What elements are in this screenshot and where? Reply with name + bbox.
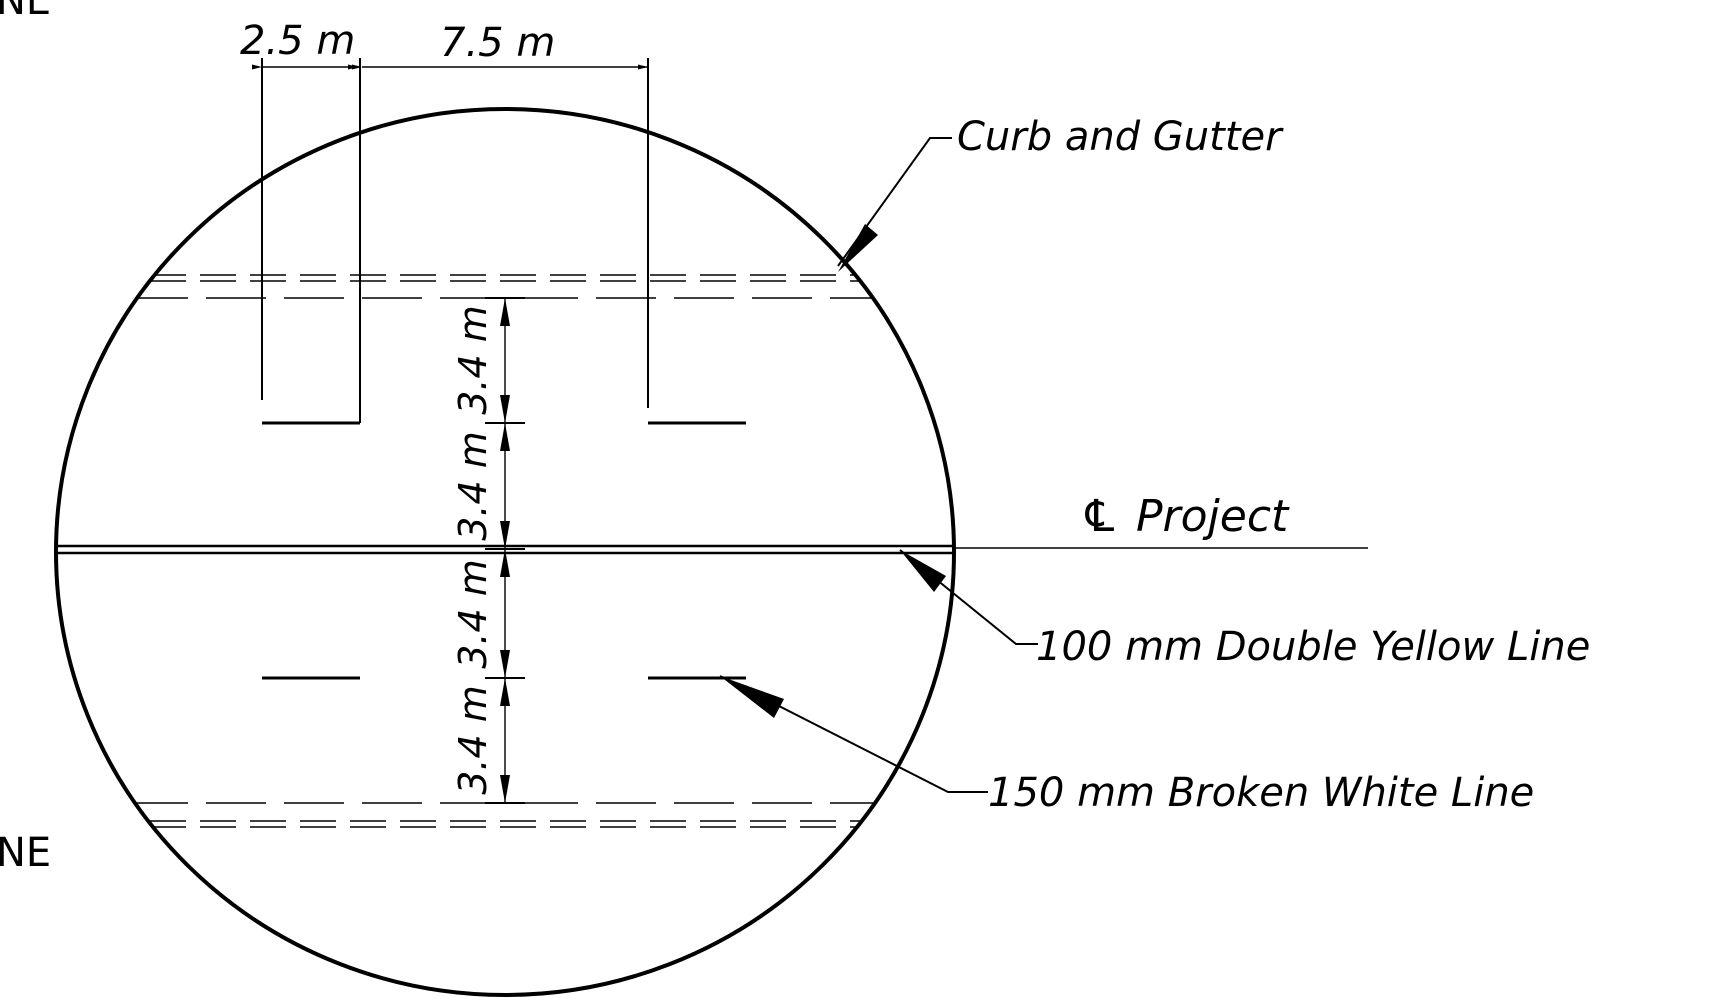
curb-leader-arrow (838, 224, 878, 272)
broken-white-leader (719, 675, 988, 793)
centerline-symbol: ℄ (1080, 491, 1119, 542)
dimension-arrowheads (500, 298, 510, 803)
edge-text-bottom: NE (0, 830, 51, 876)
curb-leader (837, 137, 952, 267)
dimension-label-7-5m: 7.5 m (440, 20, 555, 66)
dimension-label-lane-3: 3.4 m (451, 559, 495, 669)
broken-white-label: 150 mm Broken White Line (988, 770, 1534, 816)
dimension-label-lane-4: 3.4 m (451, 685, 495, 795)
dimension-label-lane-2: 3.4 m (451, 431, 495, 541)
broken-white-leader-arrow (720, 676, 784, 718)
double-yellow-leader-arrow (900, 550, 946, 592)
double-yellow-label: 100 mm Double Yellow Line (1036, 624, 1590, 670)
dimension-label-lane-1: 3.4 m (451, 305, 495, 415)
dimension-label-2-5m: 2.5 m (240, 18, 355, 64)
curb-gutter-label: Curb and Gutter (957, 114, 1284, 160)
centerline-project-label: Project (1136, 491, 1290, 542)
edge-text-top: NE (0, 0, 51, 24)
